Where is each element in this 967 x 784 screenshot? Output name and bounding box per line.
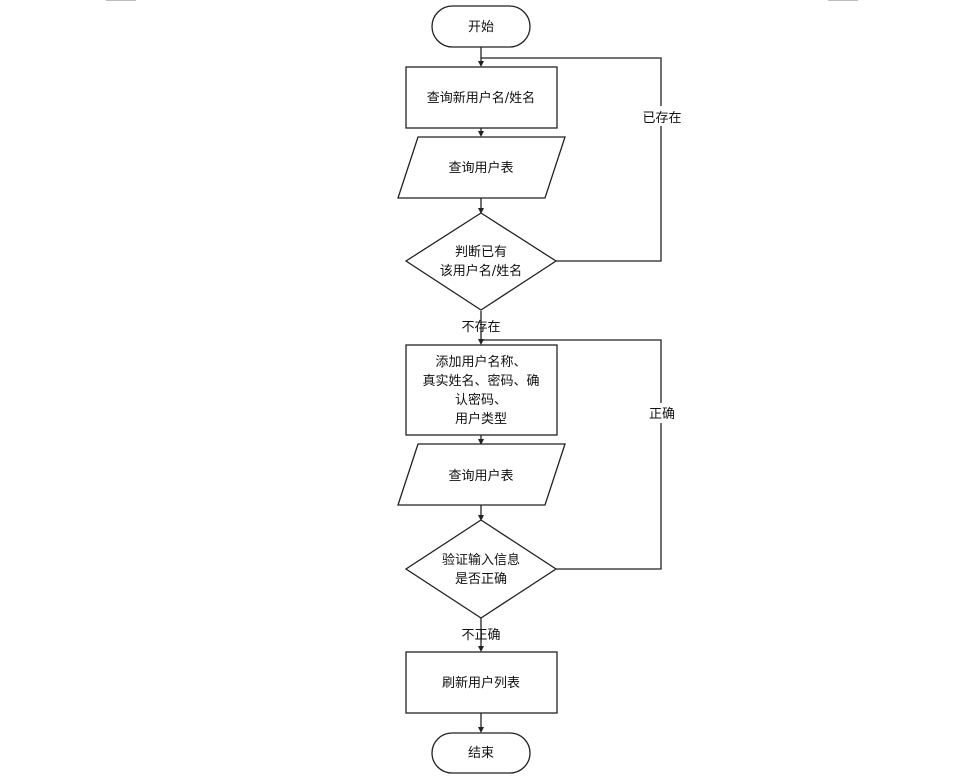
node-query-name: 查询新用户名/姓名	[405, 66, 558, 129]
query-table-2-io-shape	[397, 443, 566, 506]
edge-lines	[480, 47, 662, 728]
edge-exists-loop	[481, 57, 662, 262]
start-terminator-shape	[431, 5, 531, 48]
query-table-2-label: 查询用户表	[448, 468, 513, 484]
arrowhead-into-table-1	[478, 131, 484, 137]
exists-label-background	[638, 106, 684, 126]
node-query-table-1: 查询用户表	[397, 136, 566, 199]
arrowhead-into-table-2	[478, 439, 484, 445]
query-name-label: 查询新用户名/姓名	[427, 90, 535, 106]
verify-decision-shape	[404, 519, 558, 619]
node-add-user: 添加用户名称、 真实姓名、密码、确 认密码、 用户类型	[405, 344, 558, 436]
page-corner-mark-right	[828, 0, 858, 1]
end-label: 结束	[468, 746, 494, 761]
add-user-label-line3: 认密码、	[455, 392, 507, 408]
node-start: 开始	[431, 5, 531, 48]
start-label: 开始	[468, 20, 494, 35]
check-exists-label-line2: 该用户名/姓名	[440, 263, 522, 279]
edge-label-incorrect: 不正确	[461, 628, 500, 643]
query-table-1-io-shape	[397, 136, 566, 199]
node-check-exists: 判断已有 该用户名/姓名	[404, 212, 558, 311]
verify-label-line1: 验证输入信息	[442, 552, 520, 568]
verify-label-line2: 是否正确	[455, 572, 507, 587]
check-exists-decision-shape	[404, 212, 558, 311]
correct-label-background	[645, 403, 679, 423]
node-verify: 验证输入信息 是否正确	[404, 519, 558, 619]
edge-label-exists: 已存在	[642, 111, 681, 126]
add-user-label-line1: 添加用户名称、	[435, 354, 526, 370]
arrowhead-into-verify	[478, 515, 484, 521]
query-name-process-shape	[405, 66, 558, 129]
end-terminator-shape	[431, 732, 531, 774]
page-corner-mark-left	[106, 0, 136, 1]
edge-label-correct: 正确	[649, 407, 675, 422]
node-refresh: 刷新用户列表	[405, 651, 558, 714]
arrowhead-into-query-name	[478, 61, 484, 67]
check-exists-label-line1: 判断已有	[455, 245, 507, 260]
arrowhead-into-end	[478, 727, 484, 733]
add-user-label-line2: 真实姓名、密码、确	[422, 373, 539, 389]
arrowhead-into-add	[478, 339, 484, 345]
arrowheads	[478, 61, 484, 733]
query-table-1-label: 查询用户表	[448, 160, 513, 176]
refresh-process-shape	[405, 651, 558, 714]
add-user-process-shape	[405, 344, 558, 436]
arrowhead-into-refresh	[478, 646, 484, 652]
edge-labels: 已存在 不存在 正确 不正确	[461, 106, 684, 643]
node-end: 结束	[431, 732, 531, 774]
refresh-label: 刷新用户列表	[442, 675, 520, 691]
node-query-table-2: 查询用户表	[397, 443, 566, 506]
add-user-label-line4: 用户类型	[455, 411, 507, 427]
arrowhead-into-decision	[478, 208, 484, 214]
edge-correct-loop	[481, 339, 662, 570]
edge-label-not-exists: 不存在	[461, 320, 500, 335]
